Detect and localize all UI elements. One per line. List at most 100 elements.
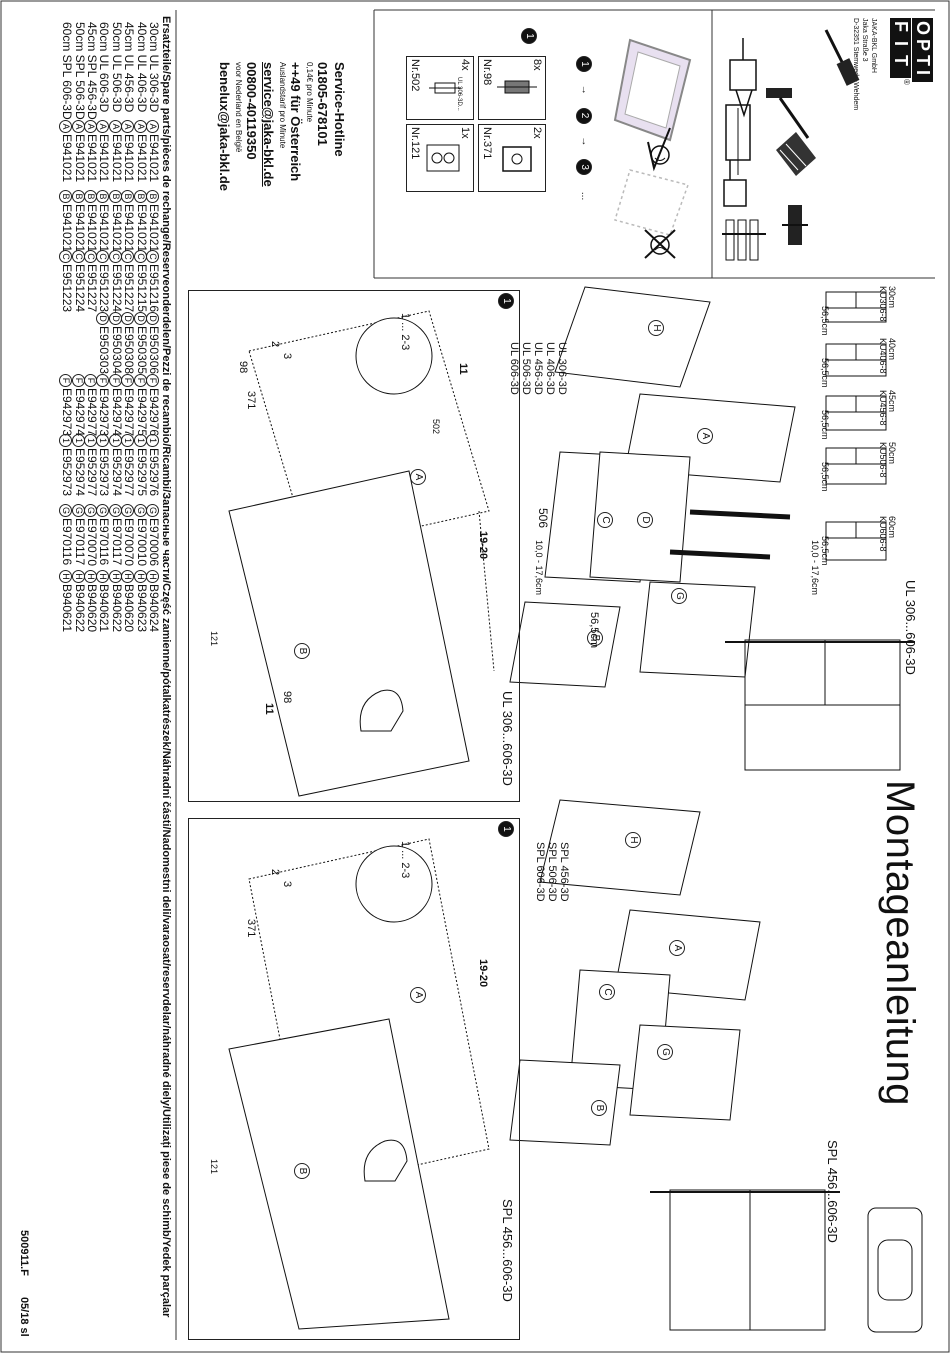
- hardware-371-code: Nr.371: [481, 127, 493, 160]
- part-letter-badge: B: [59, 190, 73, 203]
- spl-assembled-cabinet: [650, 1189, 840, 1331]
- dowel-icon: [497, 80, 537, 94]
- spare-parts-model: 45cm UL 456-3D: [122, 22, 137, 113]
- spl-step1-drawing: [228, 838, 490, 1330]
- service-nl-email[interactable]: benelux@jaka-bkl.de: [217, 62, 232, 191]
- spare-parts-model: 60cm SPL 606-3D: [60, 22, 75, 120]
- spl-part-c-label: C: [599, 984, 618, 1000]
- footer: 500911.F 05/18 sl: [18, 1230, 30, 1337]
- spare-parts-cell-g: GE970116: [59, 504, 74, 565]
- leg-height: 10,0 - 17,6cm: [534, 540, 544, 596]
- part-letter-badge: A: [108, 120, 122, 133]
- part-h-label: H: [648, 320, 667, 336]
- part-letter-badge: H: [96, 570, 110, 583]
- spl-part-a-label: A: [669, 940, 688, 956]
- ul-label-3: 3: [281, 353, 293, 360]
- model-list-item: SPL 506-3D: [546, 842, 558, 902]
- spare-parts-cell-c: CE951223: [59, 250, 74, 312]
- cover-cap-icon: [426, 144, 460, 172]
- spare-parts-model: 60cm UL 606-3D: [97, 22, 112, 113]
- part-letter-badge: F: [108, 374, 122, 387]
- part-letter-badge: B: [84, 190, 98, 203]
- hardware-98-code: Nr.98: [481, 59, 493, 86]
- hardware-98-box: 8x Nr.98: [478, 56, 546, 120]
- part-letter-badge: F: [59, 374, 73, 387]
- part-letter-badge: G: [121, 504, 135, 517]
- connector-icon: [502, 146, 532, 172]
- size-cabinet-icon: [825, 291, 887, 323]
- part-letter-badge: F: [133, 374, 147, 387]
- part-d-label: D: [637, 512, 656, 528]
- part-letter-badge: B: [96, 190, 110, 203]
- part-letter-badge: G: [133, 504, 147, 517]
- part-letter-badge: A: [59, 120, 73, 133]
- leg-number: 506: [536, 508, 550, 529]
- spare-parts-cell-b: BE941021: [59, 190, 74, 252]
- part-letter-badge: D: [146, 312, 159, 325]
- hardware-121-box: 1x Nr.121: [406, 124, 474, 192]
- service-nl-phone: 00800-40119350: [244, 62, 259, 160]
- service-at-phone: ++49 für Österreich: [288, 62, 303, 182]
- ul-label-502: 502: [431, 419, 441, 435]
- screwdriver-icon: [824, 29, 860, 86]
- part-letter-badge: D: [121, 312, 135, 325]
- part-letter-badge: H: [59, 570, 73, 583]
- footer-date: 05/18 sl: [18, 1296, 30, 1337]
- correct-wrong-illustration: [613, 38, 692, 259]
- page-title: Montageanleitung: [878, 780, 922, 1107]
- service-at-rate: Auslandstarif pro Minute: [278, 62, 287, 149]
- spare-parts-model: 30cm UL 306-3D: [147, 22, 161, 113]
- spl-step1-panel: 1 SPL 456...606-3D A B 19-20 2 3 1 ... 2…: [188, 818, 520, 1340]
- spare-parts-heading: Ersatzteile/Spare parts/pièces de rechan…: [160, 16, 172, 1318]
- part-letter-badge: A: [146, 120, 159, 133]
- part-letter-badge: A: [133, 120, 147, 133]
- ul-label-2: 2: [269, 341, 281, 348]
- size-cabinet-icon: [825, 447, 887, 485]
- size-cabinet-icon: [825, 395, 887, 431]
- part-letter-badge: B: [121, 190, 135, 203]
- spl-panel-a: A: [410, 987, 429, 1003]
- part-letter-badge: B: [133, 190, 147, 203]
- part-letter-badge: F: [71, 374, 85, 387]
- part-letter-badge: B: [146, 190, 159, 203]
- spare-parts-cell-f1: 1E952973: [59, 434, 74, 496]
- step-2-badge: 2: [576, 107, 592, 124]
- part-letter-badge: G: [84, 504, 98, 517]
- clamp-icon: [722, 219, 766, 261]
- hardware-121-code: Nr.121: [409, 127, 421, 160]
- sandpaper-icon: [776, 132, 816, 176]
- sad-face-icon: [644, 229, 676, 259]
- ul-label-371: 371: [245, 391, 257, 410]
- ul-panel-b: B: [294, 643, 313, 659]
- depth-label: 56,5cm: [588, 612, 600, 649]
- part-letter-badge: G: [71, 504, 85, 517]
- service-email[interactable]: service@jaka-bkl.de: [261, 62, 276, 187]
- part-c-label: C: [597, 512, 616, 528]
- size-cabinet-icon: [825, 521, 887, 561]
- part-letter-badge: C: [59, 250, 73, 263]
- spl-part-b-label: B: [591, 1100, 610, 1116]
- part-letter-badge: F: [121, 374, 135, 387]
- spl-label-371: 371: [245, 919, 257, 938]
- ul-assembled-cabinet: [725, 639, 915, 771]
- spare-parts-cell-f: FE942973: [59, 374, 74, 436]
- spare-parts-model: 50cm SPL 506-3D: [72, 22, 87, 120]
- part-letter-badge: D: [133, 312, 147, 325]
- part-letter-badge: D: [96, 312, 110, 325]
- model-list-item: UL 506-3D: [520, 342, 532, 395]
- step-1-badge: 1: [576, 56, 592, 72]
- spare-parts-model: 50cm UL 506-3D: [109, 22, 124, 113]
- hardware-121-qty: 1x: [459, 127, 471, 139]
- shelf-pin-icon: [429, 82, 461, 94]
- hardware-502-box: 4x UL 306-3D... Nr.502: [406, 56, 474, 120]
- hardware-371-qty: 2x: [531, 127, 543, 139]
- part-letter-badge: D: [108, 312, 122, 325]
- spare-parts-cell-h: HB940621: [59, 570, 74, 632]
- ul-label-11b: 11: [263, 703, 275, 715]
- spl-part-h-label: H: [625, 832, 644, 848]
- service-de-phone: 01805-678101: [315, 62, 330, 146]
